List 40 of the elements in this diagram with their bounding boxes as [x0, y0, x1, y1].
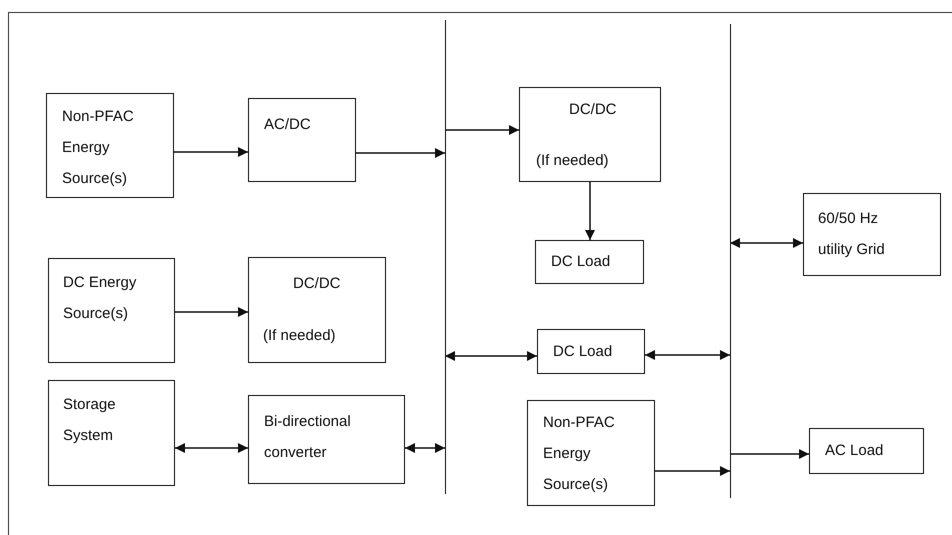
process-box	[809, 428, 924, 474]
arrow	[174, 147, 248, 157]
process-box	[527, 400, 655, 506]
process-box	[46, 93, 174, 198]
box-label: (If needed)	[536, 151, 610, 171]
arrow	[445, 351, 537, 361]
box-label: Bi-directional converter	[264, 412, 352, 463]
box-label: (If needed)	[263, 326, 337, 346]
box-label: DC Energy Source(s)	[63, 273, 138, 324]
process-box	[248, 98, 356, 182]
box-label: DC Load	[553, 342, 614, 362]
process-box	[48, 380, 175, 486]
box-label: Non-PFAC Energy Source(s)	[62, 107, 135, 189]
box-label: Storage System	[63, 395, 117, 446]
box-label: AC Load	[825, 441, 884, 461]
arrow	[175, 307, 248, 317]
bus-line	[445, 20, 446, 494]
arrow	[730, 238, 803, 248]
process-box	[248, 257, 386, 363]
box-label: 60/50 Hz utility Grid	[818, 209, 886, 260]
arrow	[356, 148, 445, 158]
box-label: Non-PFAC Energy Source(s)	[543, 413, 616, 495]
box-label: AC/DC	[264, 115, 312, 135]
process-box	[519, 87, 661, 182]
process-box	[535, 240, 644, 284]
box-label: DC/DC	[568, 100, 618, 120]
arrow	[585, 182, 595, 240]
arrow	[405, 443, 445, 453]
box-label: DC/DC	[292, 274, 342, 294]
arrow	[175, 443, 248, 453]
process-box	[537, 329, 645, 374]
process-box	[248, 395, 405, 484]
process-box	[48, 258, 175, 363]
process-box	[803, 193, 941, 276]
arrow	[730, 449, 809, 459]
box-label: DC Load	[551, 252, 612, 272]
arrow	[645, 350, 730, 360]
arrow	[655, 466, 730, 476]
bus-line	[730, 24, 731, 498]
arrow	[445, 125, 519, 135]
